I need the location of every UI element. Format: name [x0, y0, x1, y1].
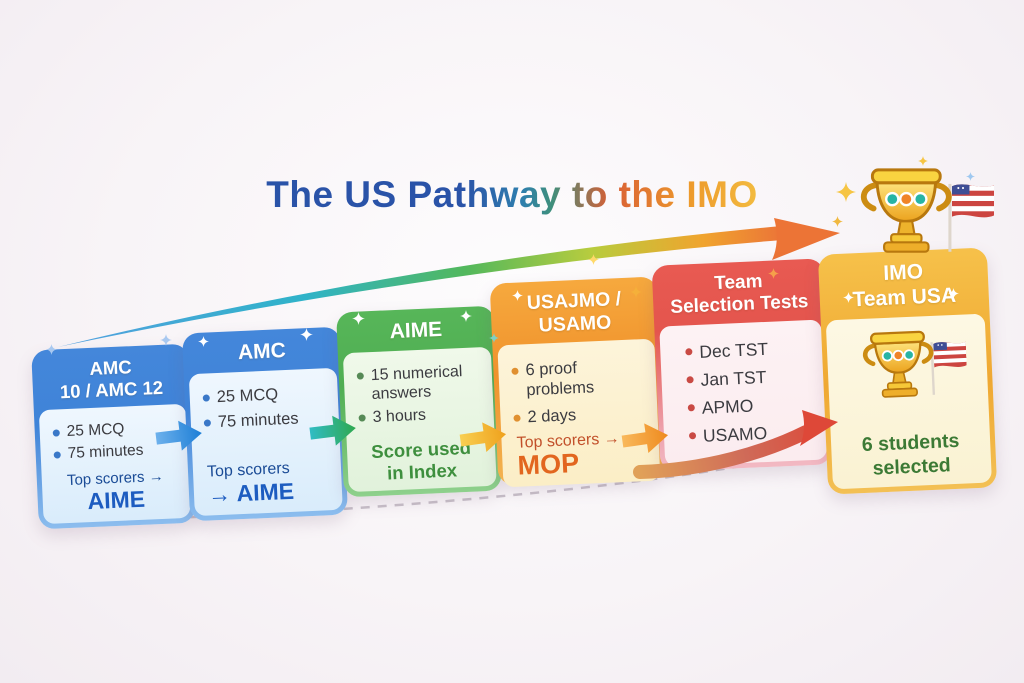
bullet-item: USAMO	[689, 421, 818, 448]
sparkle-icon	[489, 333, 499, 343]
card-aime-footer: Score used in Index	[370, 437, 472, 484]
bullet-item: 75 minutes	[53, 440, 179, 464]
sparkle-icon	[836, 182, 856, 202]
card-imo-team-usa-footer: 6 students selected	[861, 430, 960, 480]
sparkle-icon	[160, 334, 172, 346]
sparkle-icon	[843, 292, 854, 303]
bullet-item: 6 proof problems	[511, 356, 648, 401]
sparkle-icon	[46, 344, 57, 355]
card-aime-bullets: 15 numerical answers 3 hours	[352, 357, 485, 432]
sparkle-icon	[512, 290, 523, 301]
card-amc-bullets: 25 MCQ 75 minutes	[198, 378, 330, 438]
sparkle-icon	[948, 288, 959, 299]
sparkle-icon	[918, 156, 928, 166]
card-amc: AMC 25 MCQ 75 minutes Top scorers → AIME	[181, 326, 349, 522]
trophy-icon	[847, 322, 969, 418]
sparkle-icon	[460, 310, 472, 322]
sparkle-icon	[588, 254, 599, 265]
card-amc-title: AMC	[237, 339, 287, 365]
card-usajmo-usamo-footer: Top scorers → MOP	[516, 430, 621, 482]
bullet-item: 75 minutes	[203, 408, 330, 433]
bullet-item: Dec TST	[685, 337, 814, 364]
bullet-item: Jan TST	[686, 365, 815, 392]
card-amc-footer: Top scorers → AIME	[206, 459, 295, 508]
card-amc-10-12-bullets: 25 MCQ 75 minutes	[48, 414, 179, 469]
bullet-item: 25 MCQ	[52, 418, 178, 442]
bullet-item: 15 numerical answers	[356, 361, 484, 405]
sparkle-icon	[768, 268, 779, 279]
sparkle-icon	[630, 286, 642, 298]
card-usajmo-usamo-bullets: 6 proof problems 2 days	[507, 349, 649, 435]
card-team-selection-tests-bullets: Dec TST Jan TST APMO USAMO	[669, 330, 818, 455]
sparkle-icon	[966, 172, 975, 181]
card-amc-10-12-footer: Top scorers → AIME	[66, 467, 165, 515]
card-usajmo-usamo: USAJMO /USAMO 6 proof problems 2 days To…	[489, 276, 666, 488]
sparkle-icon	[352, 312, 365, 325]
sparkle-icon	[300, 328, 313, 341]
sparkle-icon	[832, 216, 843, 227]
card-aime: AIME 15 numerical answers 3 hours Score …	[336, 305, 502, 498]
bullet-item: 3 hours	[358, 403, 485, 428]
bullet-item: APMO	[687, 393, 816, 420]
bullet-item: 25 MCQ	[202, 383, 329, 408]
bullet-item: 2 days	[513, 403, 649, 429]
sparkle-icon	[198, 336, 209, 347]
page-title: The US Pathway to the IMO	[266, 174, 758, 215]
